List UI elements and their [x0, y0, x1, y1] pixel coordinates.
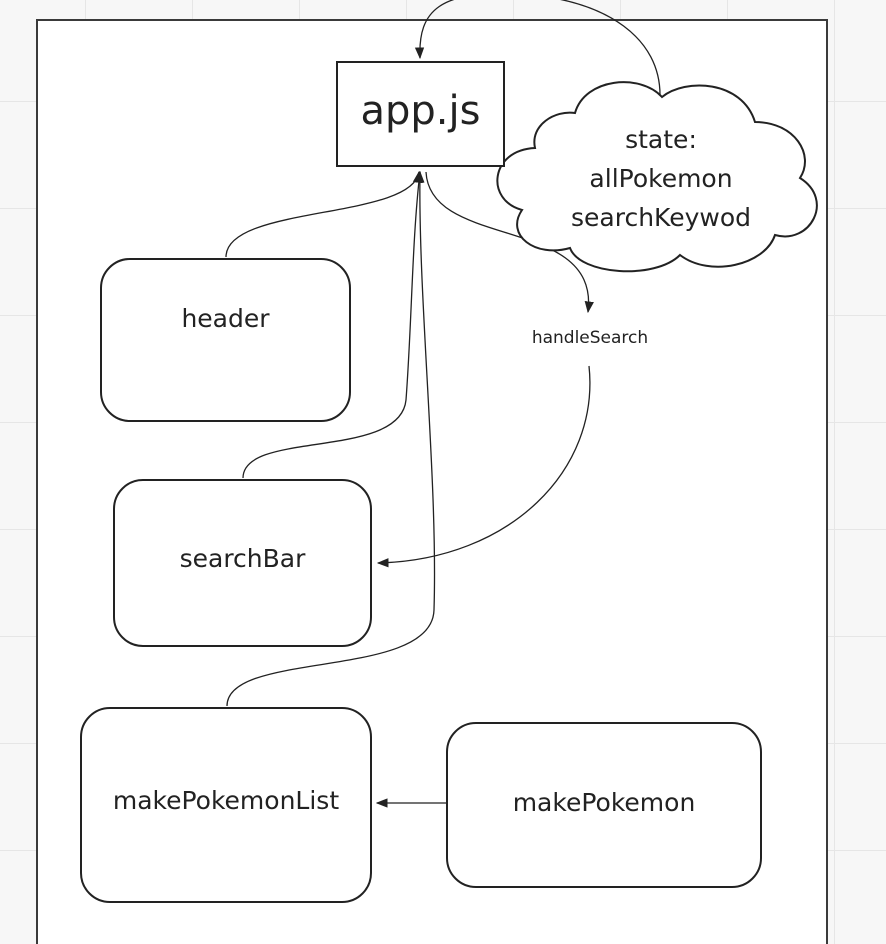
node-header[interactable]: header	[100, 258, 351, 422]
state-cloud-line: state:	[625, 125, 697, 154]
edge-searchbar-to-app	[242, 170, 424, 479]
node-label: searchBar	[179, 543, 306, 573]
node-make-pokemon-list[interactable]: makePokemonList	[80, 707, 372, 903]
state-cloud-line: allPokemon	[589, 164, 733, 193]
node-label: app.js	[360, 88, 481, 134]
edge-label-handlesearch: handleSearch	[500, 328, 680, 348]
edge-list-to-app	[226, 170, 436, 707]
edge-state-to-app	[414, 0, 661, 96]
state-cloud: state: allPokemon searchKeywod	[540, 120, 782, 237]
node-label: makePokemonList	[112, 785, 340, 815]
node-searchbar[interactable]: searchBar	[113, 479, 372, 647]
node-make-pokemon[interactable]: makePokemon	[446, 722, 762, 888]
node-label: makePokemon	[512, 788, 696, 817]
node-app-js[interactable]: app.js	[336, 61, 505, 167]
node-label: header	[181, 304, 270, 333]
edge-handlesearch-to-searchbar	[376, 365, 591, 568]
state-cloud-line: searchKeywod	[571, 203, 751, 232]
edge-header-to-app	[225, 170, 423, 258]
